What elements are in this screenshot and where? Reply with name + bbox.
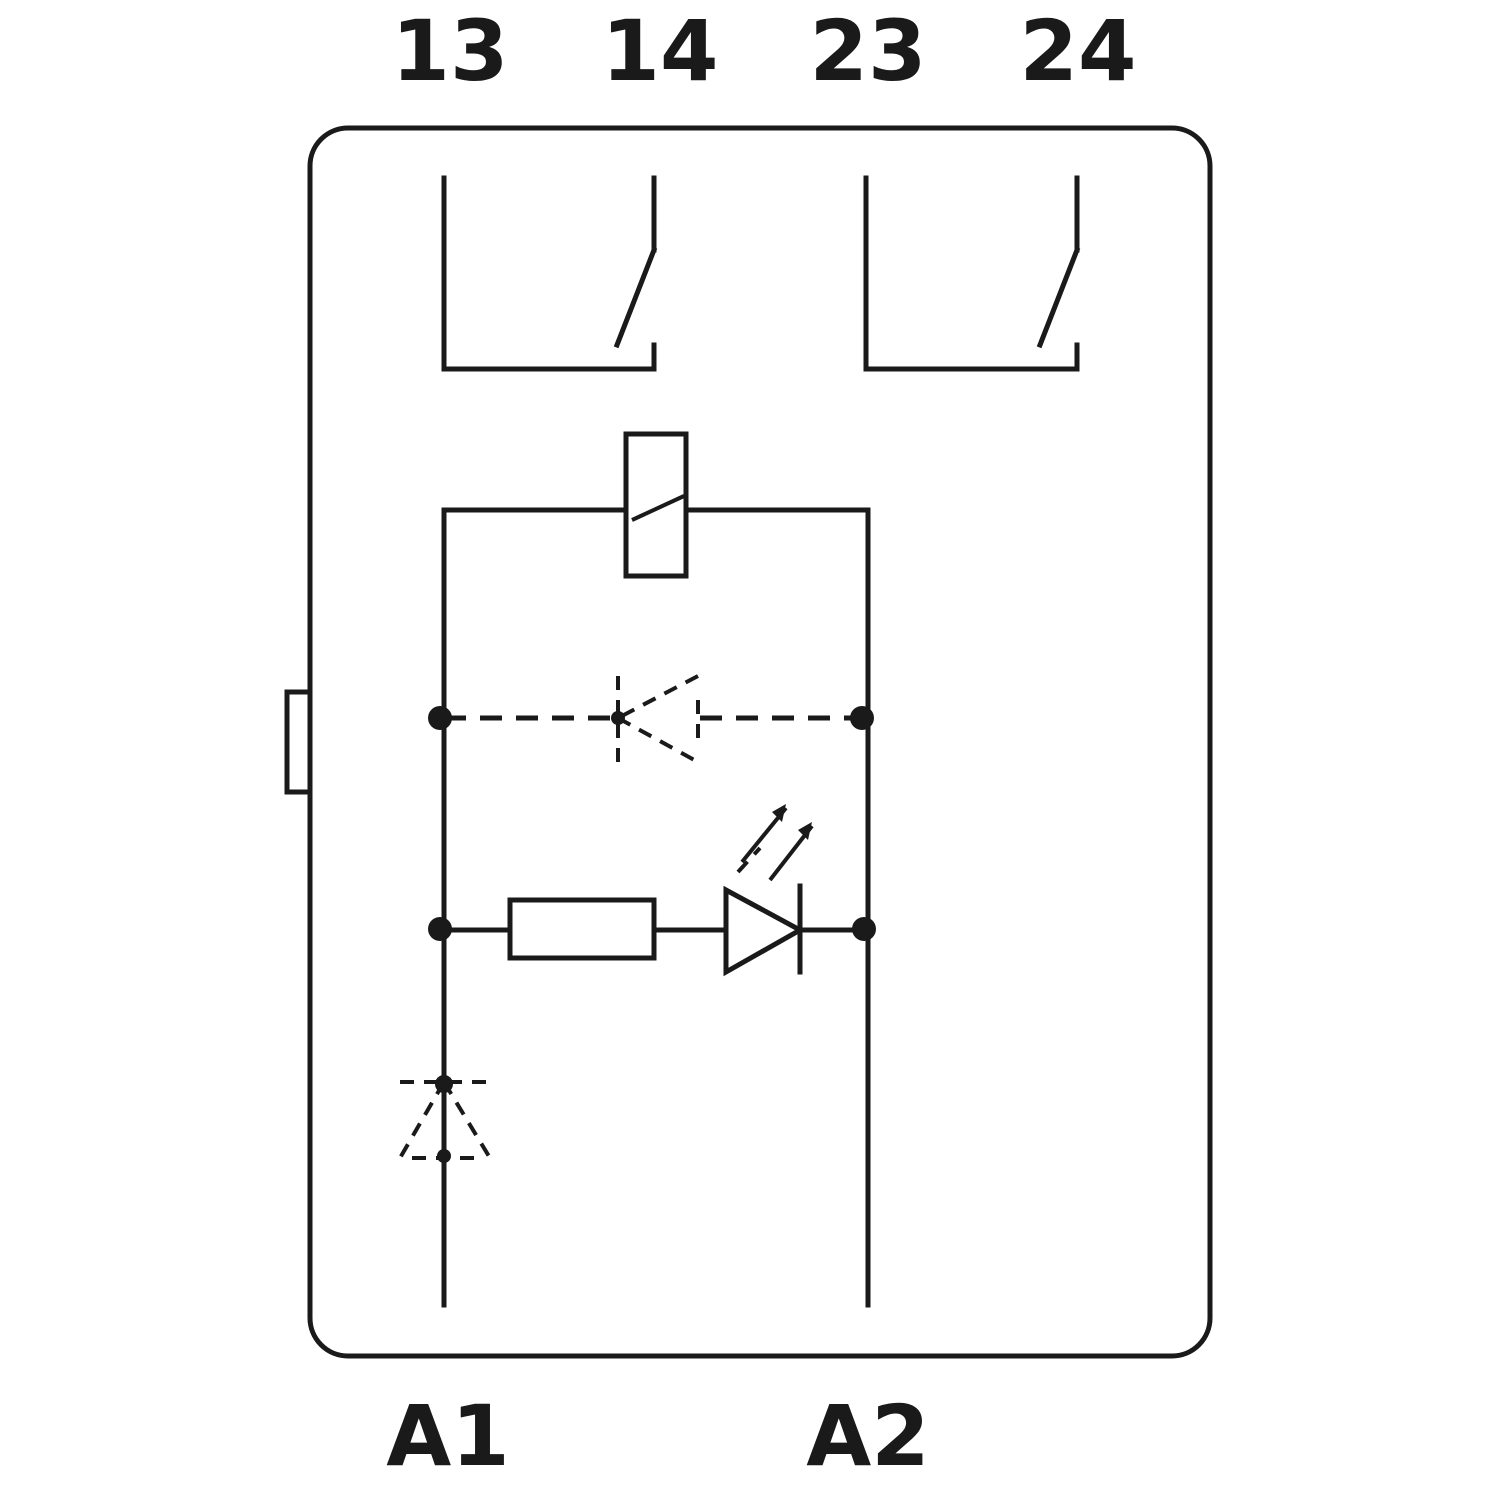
junction-node	[437, 1149, 451, 1163]
junction-node	[611, 711, 625, 725]
series-resistor	[441, 897, 729, 961]
junction-node	[428, 706, 452, 730]
contact-13-14	[441, 175, 658, 372]
terminal-label-14: 14	[602, 2, 719, 100]
relay-coil	[623, 431, 689, 579]
terminal-label-a1: A1	[386, 1387, 509, 1485]
status-led	[723, 804, 871, 977]
contact-23-24	[863, 175, 1081, 372]
junction-node	[428, 917, 452, 941]
junction-node	[850, 706, 874, 730]
terminal-label-13: 13	[392, 2, 509, 100]
terminal-label-23: 23	[810, 2, 927, 100]
terminal-label-24: 24	[1020, 2, 1137, 100]
housing-side-tab	[284, 689, 313, 795]
coil-wiring	[441, 507, 871, 1308]
junction-node	[435, 1075, 453, 1093]
terminal-label-a2: A2	[806, 1387, 929, 1485]
junction-node	[852, 917, 876, 941]
protection-diode-optional	[444, 674, 868, 764]
